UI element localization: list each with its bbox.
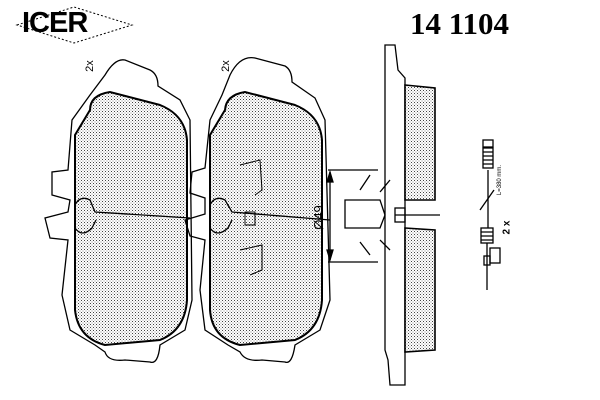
pad-1-quantity: 2x: [83, 60, 96, 72]
pad-side-view: [384, 44, 440, 386]
part-number: 14 1104: [410, 6, 510, 41]
pad-1: [44, 59, 193, 364]
pad-2: [184, 56, 331, 364]
logo-diamond: [15, 6, 134, 44]
wear-sensor: [479, 139, 501, 290]
piston-dimension: [326, 169, 391, 263]
diameter-label: Ø49: [310, 205, 326, 230]
sensor-quantity: 2 x: [501, 220, 513, 235]
brand-name: ICER: [22, 7, 88, 39]
pad-2-quantity: 2x: [219, 60, 232, 72]
sensor-length: L=380 mm.: [497, 164, 504, 196]
